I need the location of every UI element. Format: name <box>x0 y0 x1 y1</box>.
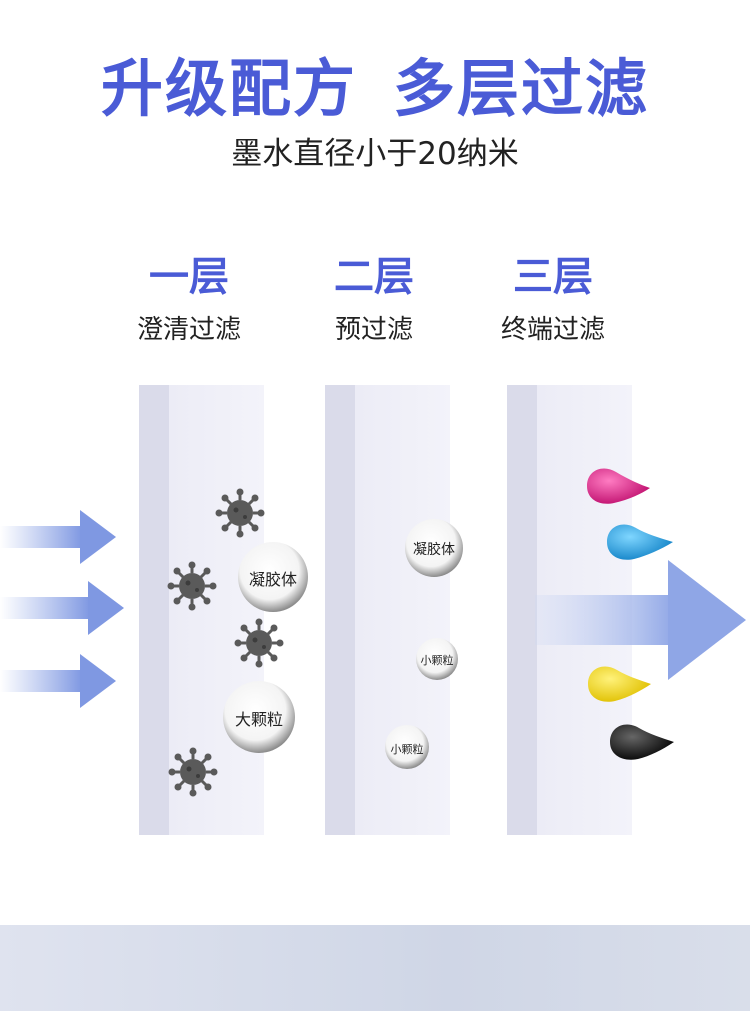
black-drop-icon <box>610 724 674 760</box>
yellow-drop-icon <box>588 666 651 702</box>
filter-panel-3-edge <box>507 385 537 835</box>
layer-1-heading: 一层 澄清过滤 <box>99 250 279 350</box>
virus-icon <box>167 746 219 798</box>
small-particle-bubble-2 <box>385 725 429 769</box>
outgoing-arrow <box>535 560 746 680</box>
layer-3-desc: 终端过滤 <box>500 315 605 345</box>
colloid-bubble-2 <box>405 519 463 577</box>
magenta-drop-icon <box>587 468 650 504</box>
large-particle-label: 大颗粒 <box>234 710 283 729</box>
bottom-band <box>0 925 750 1011</box>
layer-2-name: 二层 <box>334 254 414 300</box>
incoming-arrow-2 <box>0 581 124 635</box>
incoming-arrow-1 <box>0 510 116 564</box>
layer-3-heading: 三层 终端过滤 <box>463 250 643 350</box>
small-particle-bubble-1 <box>416 638 458 680</box>
colloid-bubble-1 <box>238 542 308 612</box>
layer-1-name: 一层 <box>149 254 229 300</box>
small-particle-label-1: 小颗粒 <box>420 654 454 667</box>
filter-panel-1-face <box>169 385 264 835</box>
virus-icon <box>214 487 266 539</box>
layer-2-desc: 预过滤 <box>334 315 413 345</box>
page-title: 升级配方多层过滤 <box>0 38 750 128</box>
layer-2-heading: 二层 预过滤 <box>284 250 464 350</box>
filter-panel-1-edge <box>139 385 169 835</box>
layer-1-desc: 澄清过滤 <box>136 315 241 345</box>
cyan-drop-icon <box>607 524 673 560</box>
layer-3-name: 三层 <box>513 254 593 300</box>
virus-icon <box>166 560 218 612</box>
large-particle-bubble <box>223 681 295 753</box>
incoming-arrow-3 <box>0 654 116 708</box>
small-particle-label-2: 小颗粒 <box>390 743 424 756</box>
filter-panel-2-edge <box>325 385 355 835</box>
title-part-1: 升级配方 <box>100 52 357 125</box>
page-subtitle: 墨水直径小于20纳米 <box>231 136 519 172</box>
title-part-2: 多层过滤 <box>393 52 650 125</box>
colloid-label-1: 凝胶体 <box>248 570 297 589</box>
virus-icon <box>233 617 285 669</box>
colloid-label-2: 凝胶体 <box>413 542 455 558</box>
